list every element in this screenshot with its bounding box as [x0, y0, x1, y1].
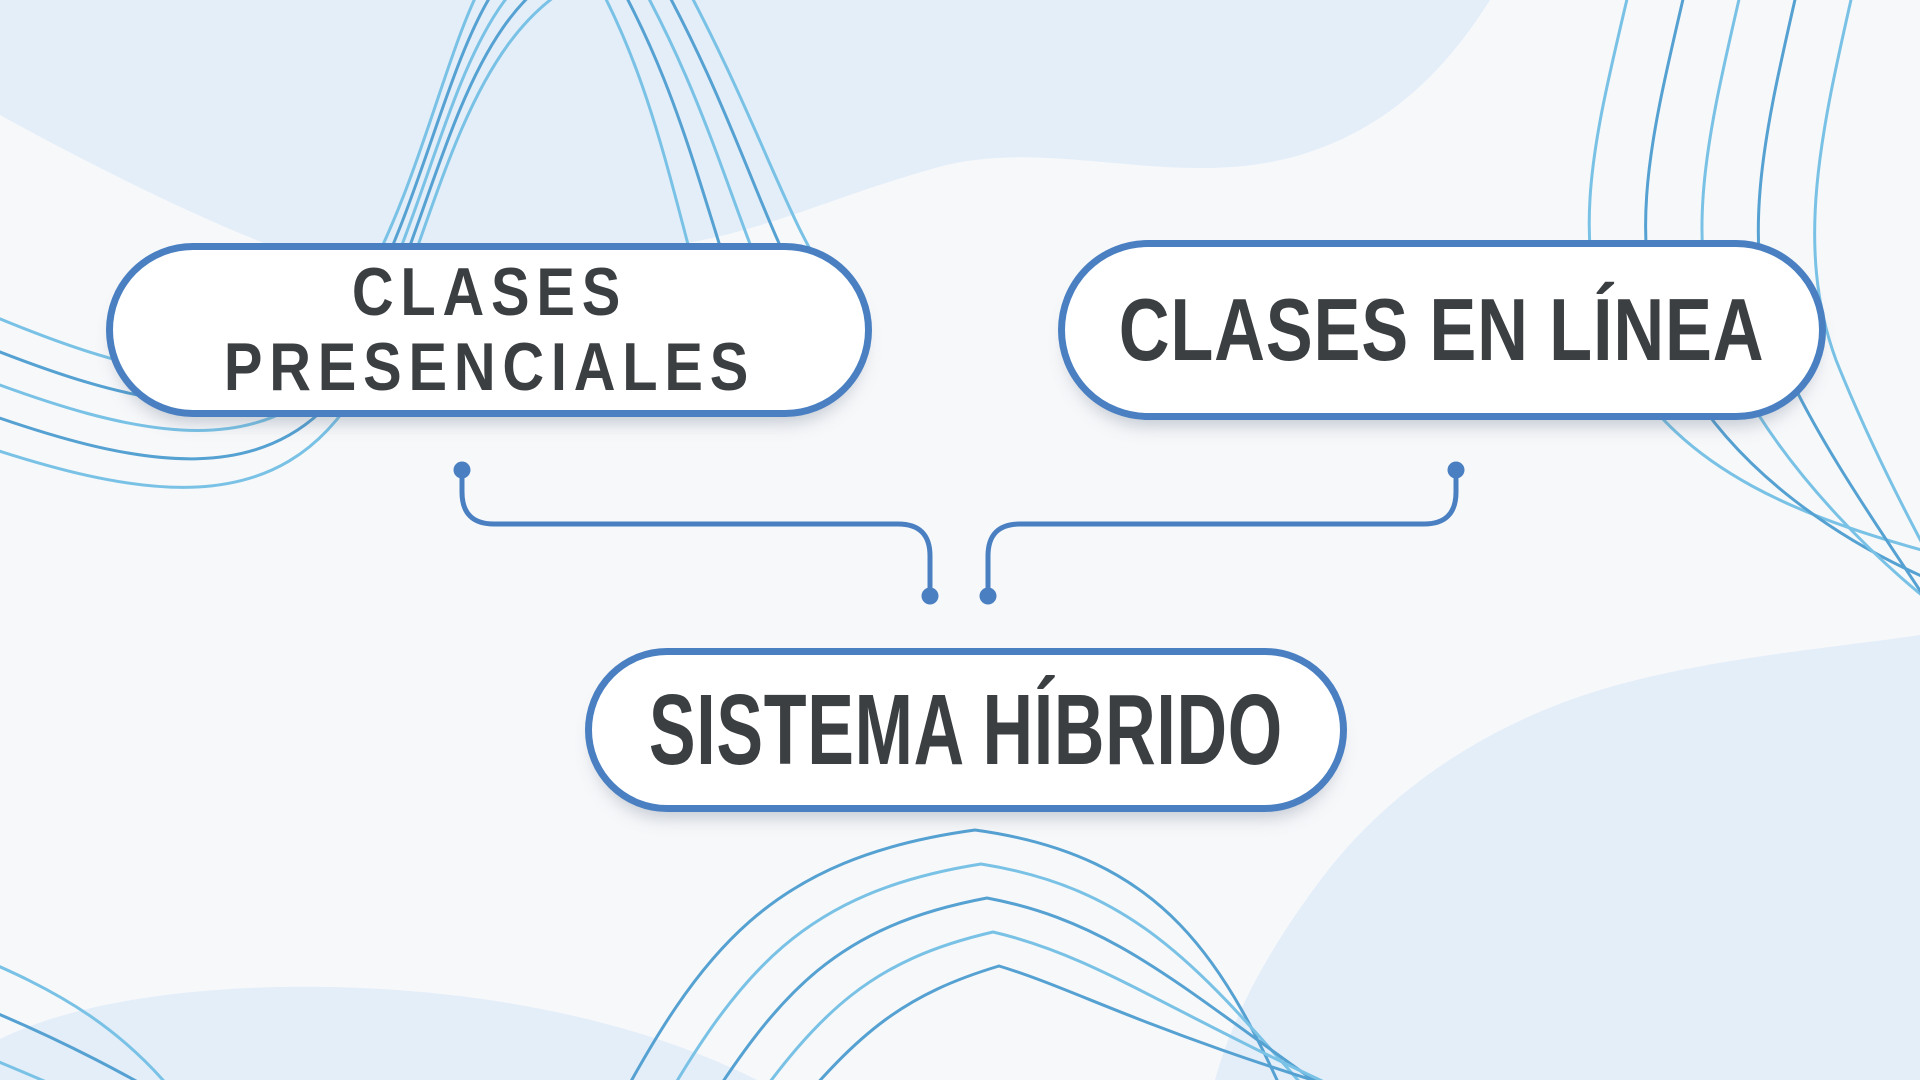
connector-right: [985, 477, 1459, 589]
connector-left: [459, 477, 933, 589]
node-label: CLASES PRESENCIALES: [223, 255, 754, 405]
node-sistema-hibrido[interactable]: SISTEMA HÍBRIDO: [585, 648, 1347, 812]
node-label-line-2: PRESENCIALES: [223, 329, 755, 405]
wave-line: [0, 0, 804, 461]
node-label-line-1: CLASES: [351, 254, 627, 331]
connector-dot: [453, 461, 471, 479]
wave-line: [0, 0, 770, 432]
wave-line: [0, 965, 165, 1080]
blob-bottom-left: [0, 986, 757, 1080]
connectors: [453, 461, 1465, 605]
wave-line: [818, 964, 1318, 1080]
wave-line: [675, 862, 1300, 1080]
wave-line: [0, 1012, 138, 1080]
wave-line: [629, 828, 1279, 1080]
wave-line: [769, 930, 1324, 1080]
node-clases-en-linea[interactable]: CLASES EN LÍNEA: [1058, 240, 1826, 420]
connector-dot: [921, 587, 939, 605]
blob-top: [0, 0, 1490, 290]
node-label: CLASES EN LÍNEA: [1119, 280, 1765, 379]
connector-dot: [979, 587, 997, 605]
wave-line: [722, 896, 1316, 1080]
node-clases-presenciales[interactable]: CLASES PRESENCIALES: [106, 243, 872, 417]
blob-bottom-right: [1215, 635, 1920, 1080]
wave-line: [0, 0, 838, 489]
wave-line: [1813, 0, 1920, 543]
connector-dot: [1447, 461, 1465, 479]
node-label: SISTEMA HÍBRIDO: [648, 673, 1284, 786]
